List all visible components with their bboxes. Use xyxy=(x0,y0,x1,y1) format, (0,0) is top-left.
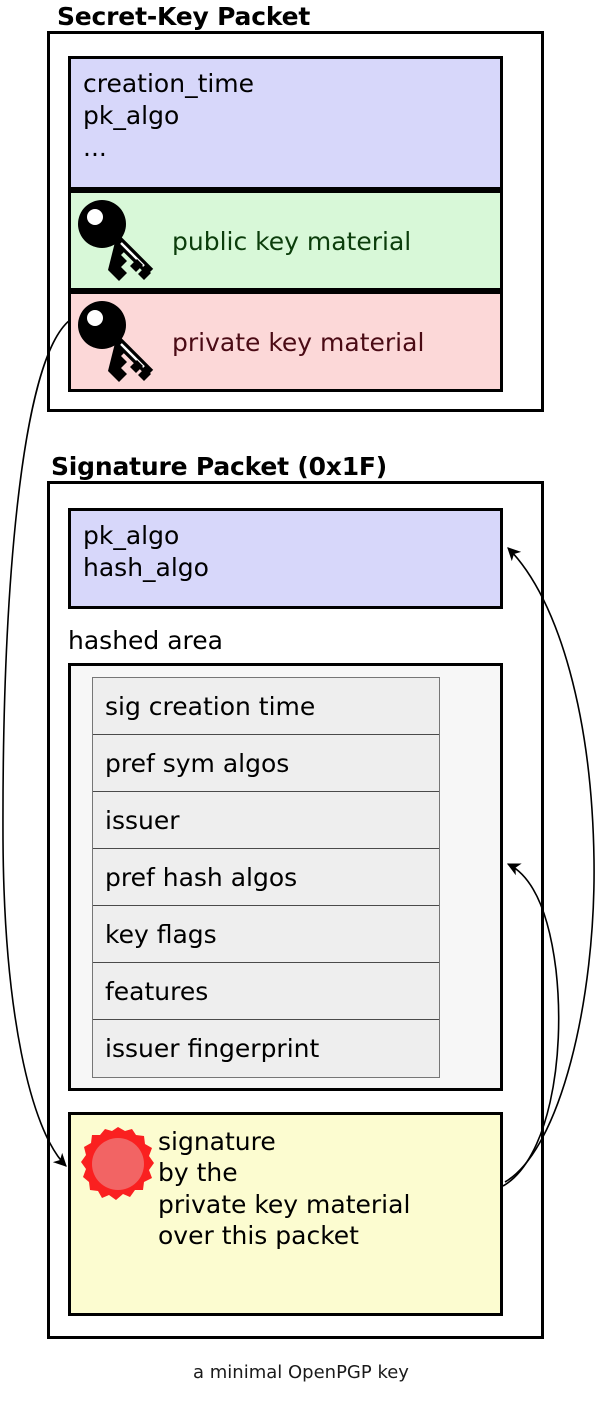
hashed-area-list: sig creation time pref sym algos issuer … xyxy=(92,677,440,1078)
figure-caption: a minimal OpenPGP key xyxy=(193,1362,409,1383)
arrow-signature-to-hashed-area xyxy=(502,863,560,1187)
list-item: pref sym algos xyxy=(93,735,439,792)
secret-key-header-fields: creation_time pk_algo ... xyxy=(83,69,255,162)
secret-key-header-box: creation_time pk_algo ... xyxy=(68,56,503,190)
arrow-signature-to-sig-header xyxy=(504,547,595,1183)
list-item: pref hash algos xyxy=(93,849,439,906)
signature-header-box: pk_algo hash_algo xyxy=(68,508,503,609)
secret-key-packet-title: Secret-Key Packet xyxy=(57,2,311,31)
list-item: issuer xyxy=(93,792,439,849)
public-key-material-label: public key material xyxy=(172,227,412,256)
list-item: sig creation time xyxy=(93,678,439,735)
arrow-private-key-to-signature xyxy=(2,319,71,1167)
private-key-material-label: private key material xyxy=(172,328,425,357)
list-item: key flags xyxy=(93,906,439,963)
signature-header-fields: pk_algo hash_algo xyxy=(83,521,209,582)
signature-packet-title: Signature Packet (0x1F) xyxy=(51,452,388,481)
signature-block-label: signature by the private key material ov… xyxy=(158,1127,411,1250)
list-item: issuer fingerprint xyxy=(93,1020,439,1077)
hashed-area-label: hashed area xyxy=(68,626,223,655)
list-item: features xyxy=(93,963,439,1020)
